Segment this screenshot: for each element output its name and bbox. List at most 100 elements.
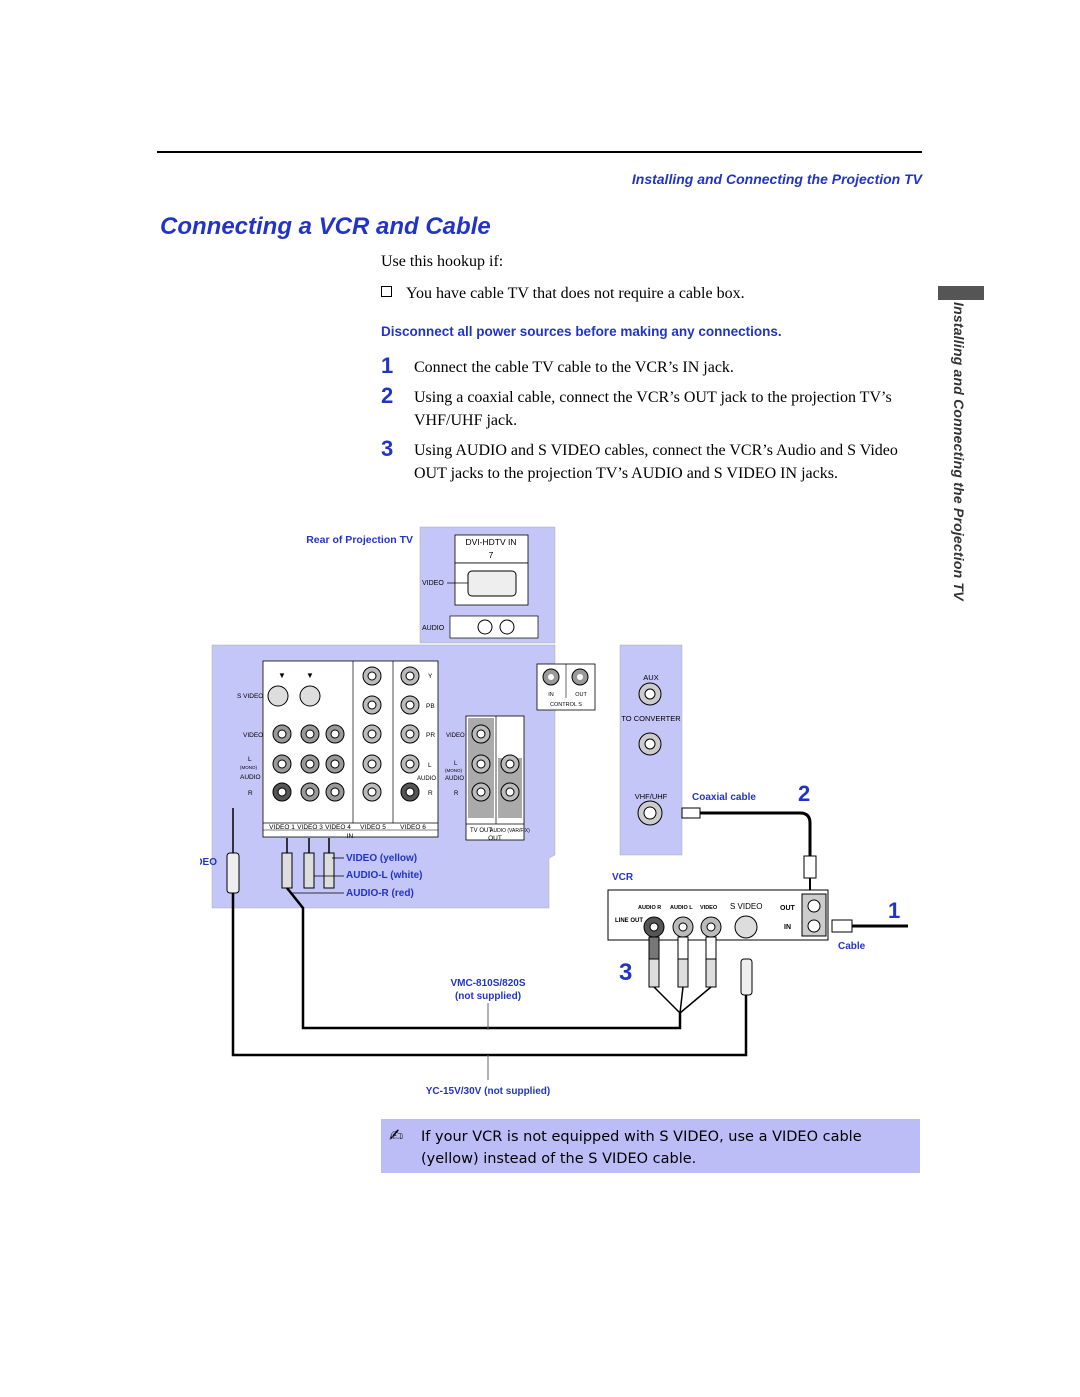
bullet-item: You have cable TV that does not require … bbox=[381, 285, 745, 303]
dvi-number: 7 bbox=[489, 550, 494, 560]
l-label: L bbox=[428, 762, 432, 769]
rear-label: Rear of Projection TV bbox=[306, 534, 413, 546]
vcr-label: VCR bbox=[612, 872, 634, 883]
dvi-label: DVI-HDTV IN bbox=[466, 537, 517, 547]
side-tab-text: Installing and Connecting the Projection… bbox=[951, 302, 967, 601]
video-col-label: VIDEO 4 bbox=[325, 824, 351, 831]
vcr-out-label: OUT bbox=[780, 905, 796, 912]
dvi-audio-box bbox=[449, 615, 539, 639]
checkbox-bullet-icon bbox=[381, 286, 392, 297]
cable-label: Cable bbox=[838, 941, 866, 952]
r-label: R bbox=[248, 790, 253, 797]
callout-3: 3 bbox=[619, 959, 632, 986]
pb-label: PB bbox=[426, 703, 435, 710]
video-col-label: VIDEO 6 bbox=[400, 824, 426, 831]
dvi-audio-label: AUDIO bbox=[422, 625, 445, 632]
coax-connector bbox=[803, 855, 817, 879]
audio-row-label: AUDIO bbox=[240, 774, 261, 781]
in-label: IN bbox=[347, 833, 354, 840]
page-title: Connecting a VCR and Cable bbox=[160, 213, 491, 240]
vcr-in-label: IN bbox=[784, 924, 791, 931]
r-label: R bbox=[428, 790, 433, 797]
out-audio-label: AUDIO bbox=[445, 776, 464, 782]
out-label: OUT bbox=[488, 835, 502, 842]
vmc-not-supplied-label: (not supplied) bbox=[455, 991, 521, 1002]
audio-r-red-label: AUDIO-R (red) bbox=[346, 888, 414, 899]
pr-label: PR bbox=[426, 732, 435, 739]
vcr-audio-r-label: AUDIO R bbox=[638, 905, 661, 911]
out-r-label: R bbox=[454, 791, 459, 797]
callout-2: 2 bbox=[798, 781, 810, 806]
aux-label: AUX bbox=[643, 673, 658, 682]
coaxial-cable-line bbox=[700, 811, 812, 856]
audio-l-white-label: AUDIO-L (white) bbox=[346, 870, 422, 881]
jack bbox=[499, 619, 515, 635]
callout-1: 1 bbox=[888, 898, 900, 923]
note-text: If your VCR is not equipped with S VIDEO… bbox=[421, 1129, 862, 1167]
out-l-label: L bbox=[454, 761, 458, 767]
mono-label: (MONO) bbox=[240, 765, 257, 770]
audio-video-cable-split bbox=[653, 986, 712, 1014]
control-in-label: IN bbox=[548, 692, 554, 698]
vcr-svideo-jack bbox=[734, 915, 758, 939]
step-2: 2 Using a coaxial cable, connect the VCR… bbox=[381, 383, 911, 432]
input-grid bbox=[262, 660, 439, 838]
control-out-label: OUT bbox=[575, 692, 587, 698]
tv-out-label: TV OUT bbox=[470, 828, 492, 834]
note-box: ✍ If your VCR is not equipped with S VID… bbox=[381, 1119, 920, 1173]
header-rule bbox=[157, 151, 922, 153]
pencil-note-icon: ✍ bbox=[389, 1126, 404, 1146]
running-head: Installing and Connecting the Projection… bbox=[631, 171, 922, 187]
vcr-video-label: VIDEO bbox=[700, 905, 718, 911]
audio-var-label: AUDIO (VAR/FIX) bbox=[490, 828, 530, 834]
svideo-jack bbox=[299, 685, 321, 707]
cable-connector bbox=[831, 919, 853, 933]
bullet-text: You have cable TV that does not require … bbox=[406, 285, 745, 302]
control-s-label: CONTROL S bbox=[550, 702, 582, 708]
video-row-label: VIDEO bbox=[243, 732, 263, 739]
vcr-s-video-label: S VIDEO bbox=[730, 902, 762, 911]
to-converter-label: TO CONVERTER bbox=[621, 714, 681, 723]
step-text: Connect the cable TV cable to the VCR’s … bbox=[414, 359, 734, 376]
svideo-jack bbox=[267, 685, 289, 707]
out-mono-label: (MONO) bbox=[445, 768, 462, 773]
yc-cable-label: YC-15V/30V (not supplied) bbox=[426, 1086, 550, 1097]
vcr-audio-l-label: AUDIO L bbox=[670, 905, 693, 911]
plug-leads bbox=[232, 808, 330, 853]
jack bbox=[477, 619, 493, 635]
vhf-uhf-label: VHF/UHF bbox=[635, 792, 668, 801]
vcr-cable-plugs bbox=[648, 936, 753, 996]
y-label: Y bbox=[428, 673, 433, 680]
step-number: 1 bbox=[381, 353, 394, 378]
arrow-icon: ▼ bbox=[278, 671, 286, 680]
video-col-label: VIDEO 1 bbox=[269, 824, 295, 831]
audio-video-cable bbox=[286, 887, 682, 1030]
out-video-label: VIDEO bbox=[446, 733, 465, 739]
step-text: Using a coaxial cable, connect the VCR’s… bbox=[414, 389, 892, 429]
side-tab-marker bbox=[938, 286, 984, 300]
rca-jacks bbox=[272, 666, 420, 802]
l-label: L bbox=[248, 756, 252, 763]
dvi-port bbox=[467, 570, 517, 597]
intro-text: Use this hookup if: bbox=[381, 253, 504, 270]
vcr-line-out-label: LINE OUT bbox=[615, 918, 643, 924]
svideo-row-label: S VIDEO bbox=[237, 693, 263, 700]
arrow-icon: ▼ bbox=[306, 671, 314, 680]
video-yellow-label: VIDEO (yellow) bbox=[346, 853, 417, 864]
step-3: 3 Using AUDIO and S VIDEO cables, connec… bbox=[381, 436, 911, 485]
dvi-video-label: VIDEO bbox=[422, 580, 444, 587]
audio-label: AUDIO bbox=[417, 776, 436, 782]
step-number: 2 bbox=[381, 383, 394, 408]
connection-diagram: Rear of Projection TV DVI-HDTV IN 7 VIDE… bbox=[200, 526, 908, 1097]
coaxial-cable-label: Coaxial cable bbox=[692, 792, 756, 803]
video-col-label: VIDEO 3 bbox=[297, 824, 323, 831]
step-text: Using AUDIO and S VIDEO cables, connect … bbox=[414, 442, 898, 482]
warning-text: Disconnect all power sources before maki… bbox=[381, 324, 782, 339]
dvi-box bbox=[454, 534, 529, 564]
step-number: 3 bbox=[381, 436, 394, 461]
vmc-cable-label: VMC-810S/820S bbox=[450, 978, 525, 989]
s-video-cable bbox=[231, 893, 748, 1057]
step-1: 1 Connect the cable TV cable to the VCR’… bbox=[381, 353, 911, 379]
video-col-label: VIDEO 5 bbox=[360, 824, 386, 831]
s-video-cable-label: S VIDEO bbox=[200, 857, 217, 868]
